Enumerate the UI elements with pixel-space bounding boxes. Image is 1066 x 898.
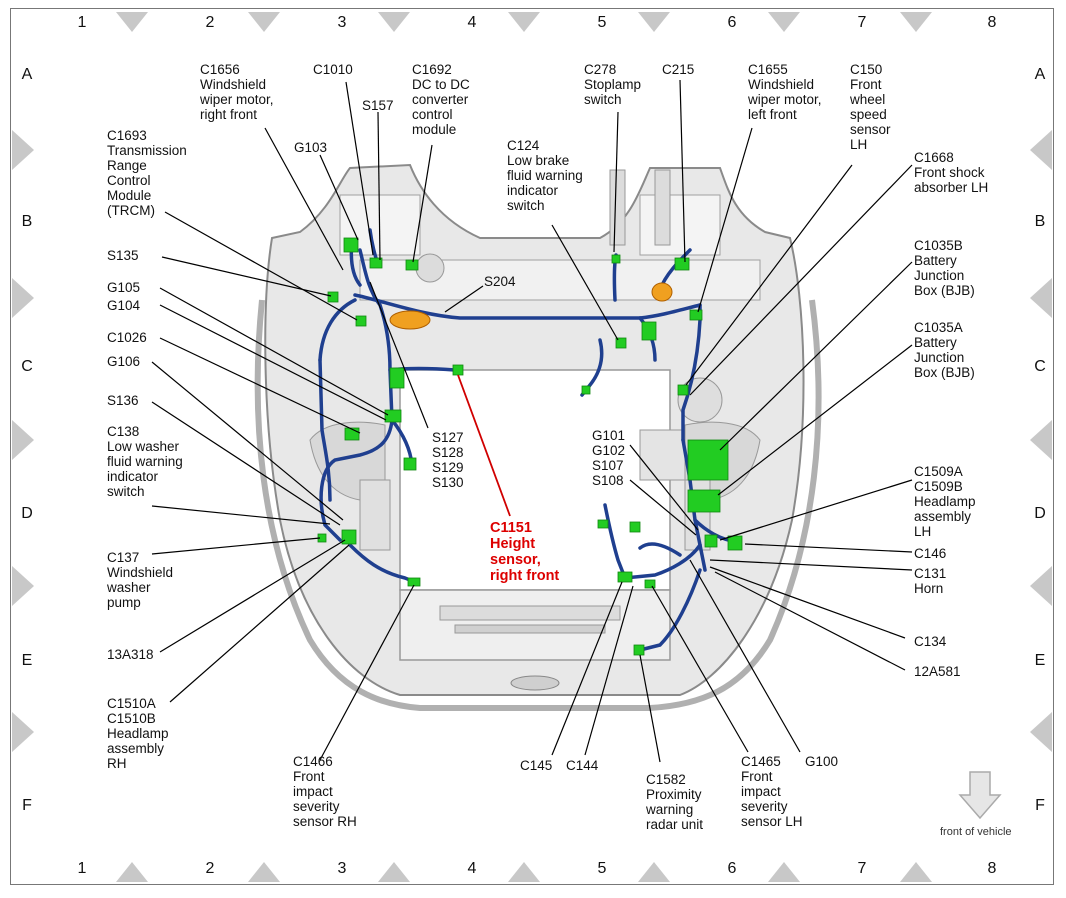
- col-label-3: 3: [337, 14, 347, 31]
- callout-c1035a: C1035A Battery Junction Box (BJB): [914, 320, 975, 380]
- col-label-6-bottom: 6: [727, 860, 737, 877]
- callout-g104: G104: [107, 298, 141, 313]
- row-label-f-right: F: [1035, 797, 1045, 814]
- callout-g100: G100: [805, 754, 839, 769]
- callout-c145: C145: [520, 758, 553, 773]
- row-label-c: C: [21, 358, 33, 375]
- col-label-1-bottom: 1: [77, 860, 87, 877]
- callout-12a581: 12A581: [914, 664, 961, 679]
- row-label-b-right: B: [1034, 213, 1046, 230]
- front-arrow-icon: [958, 771, 1002, 820]
- row-label-d: D: [21, 505, 33, 522]
- row-label-e: E: [21, 652, 33, 669]
- callout-g103: G103: [294, 140, 328, 155]
- row-label-b: B: [21, 213, 33, 230]
- col-label-8-bottom: 8: [987, 860, 997, 877]
- grid-markers: [12, 12, 1052, 882]
- c1151-leader: [457, 374, 511, 517]
- row-label-a: A: [21, 66, 33, 83]
- callout-c1655: C1655 Windshield wiper motor, left front: [748, 62, 822, 122]
- callout-13a318: 13A318: [107, 647, 154, 662]
- callout-c1465: C1465 Front impact severity sensor LH: [741, 754, 803, 829]
- callout-c1010: C1010: [313, 62, 353, 77]
- callout-c1582: C1582 Proximity warning radar unit: [646, 772, 704, 832]
- col-label-2-bottom: 2: [205, 860, 215, 877]
- callout-g106: G106: [107, 354, 141, 369]
- callout-c146: C146: [914, 546, 947, 561]
- diagram-frame: [10, 8, 1054, 885]
- row-label-c-right: C: [1034, 358, 1046, 375]
- col-label-5: 5: [597, 14, 607, 31]
- s204-splice: [389, 282, 673, 330]
- callout-c1026: C1026: [107, 330, 147, 345]
- col-label-4-bottom: 4: [467, 860, 477, 877]
- callout-c124: C124 Low brake fluid warning indicator s…: [507, 138, 583, 213]
- callout-c131: C131 Horn: [914, 566, 947, 596]
- callout-c1692: C1692 DC to DC converter control module: [412, 62, 470, 137]
- leader-lines: [151, 79, 913, 763]
- col-label-1: 1: [77, 14, 87, 31]
- front-of-vehicle-label: front of vehicle: [940, 826, 1012, 838]
- row-label-e-right: E: [1034, 652, 1046, 669]
- callout-c215: C215: [662, 62, 695, 77]
- callout-s135: S135: [107, 248, 139, 263]
- callout-c1668: C1668 Front shock absorber LH: [914, 150, 989, 195]
- callout-c138: C138 Low washer fluid warning indicator …: [107, 424, 183, 499]
- col-label-5-bottom: 5: [597, 860, 607, 877]
- callout-c144: C144: [566, 758, 599, 773]
- callout-g105: G105: [107, 280, 141, 295]
- callout-c1510: C1510A C1510B Headlamp assembly RH: [107, 696, 169, 771]
- col-label-2: 2: [205, 14, 215, 31]
- callout-c1509: C1509A C1509B Headlamp assembly LH: [914, 464, 976, 539]
- row-label-d-right: D: [1034, 505, 1046, 522]
- col-label-8: 8: [987, 14, 997, 31]
- callout-s127-s130: S127 S128 S129 S130: [432, 430, 464, 490]
- col-label-7-bottom: 7: [857, 860, 867, 877]
- callout-c134: C134: [914, 634, 947, 649]
- callout-c1656: C1656 Windshield wiper motor, right fron…: [200, 62, 274, 122]
- col-label-3-bottom: 3: [337, 860, 347, 877]
- callout-c1151-highlighted: C1151 Height sensor, right front: [490, 520, 560, 584]
- callout-c1466: C1466 Front impact severity sensor RH: [293, 754, 357, 829]
- callout-c1693: C1693 Transmission Range Control Module …: [107, 128, 187, 218]
- col-label-6: 6: [727, 14, 737, 31]
- row-label-a-right: A: [1034, 66, 1046, 83]
- callout-s136: S136: [107, 393, 139, 408]
- col-label-4: 4: [467, 14, 477, 31]
- callout-c137: C137 Windshield washer pump: [107, 550, 174, 610]
- wiring-harness: [318, 228, 740, 652]
- callout-g101-s108: G101 G102 S107 S108: [592, 428, 626, 488]
- callout-s204: S204: [484, 274, 516, 289]
- callout-c278: C278 Stoplamp switch: [584, 62, 642, 107]
- callout-c150: C150 Front wheel speed sensor LH: [850, 62, 891, 152]
- row-label-f: F: [22, 797, 32, 814]
- callout-c1035b: C1035B Battery Junction Box (BJB): [914, 238, 975, 298]
- col-label-7: 7: [857, 14, 867, 31]
- callout-s157: S157: [362, 98, 394, 113]
